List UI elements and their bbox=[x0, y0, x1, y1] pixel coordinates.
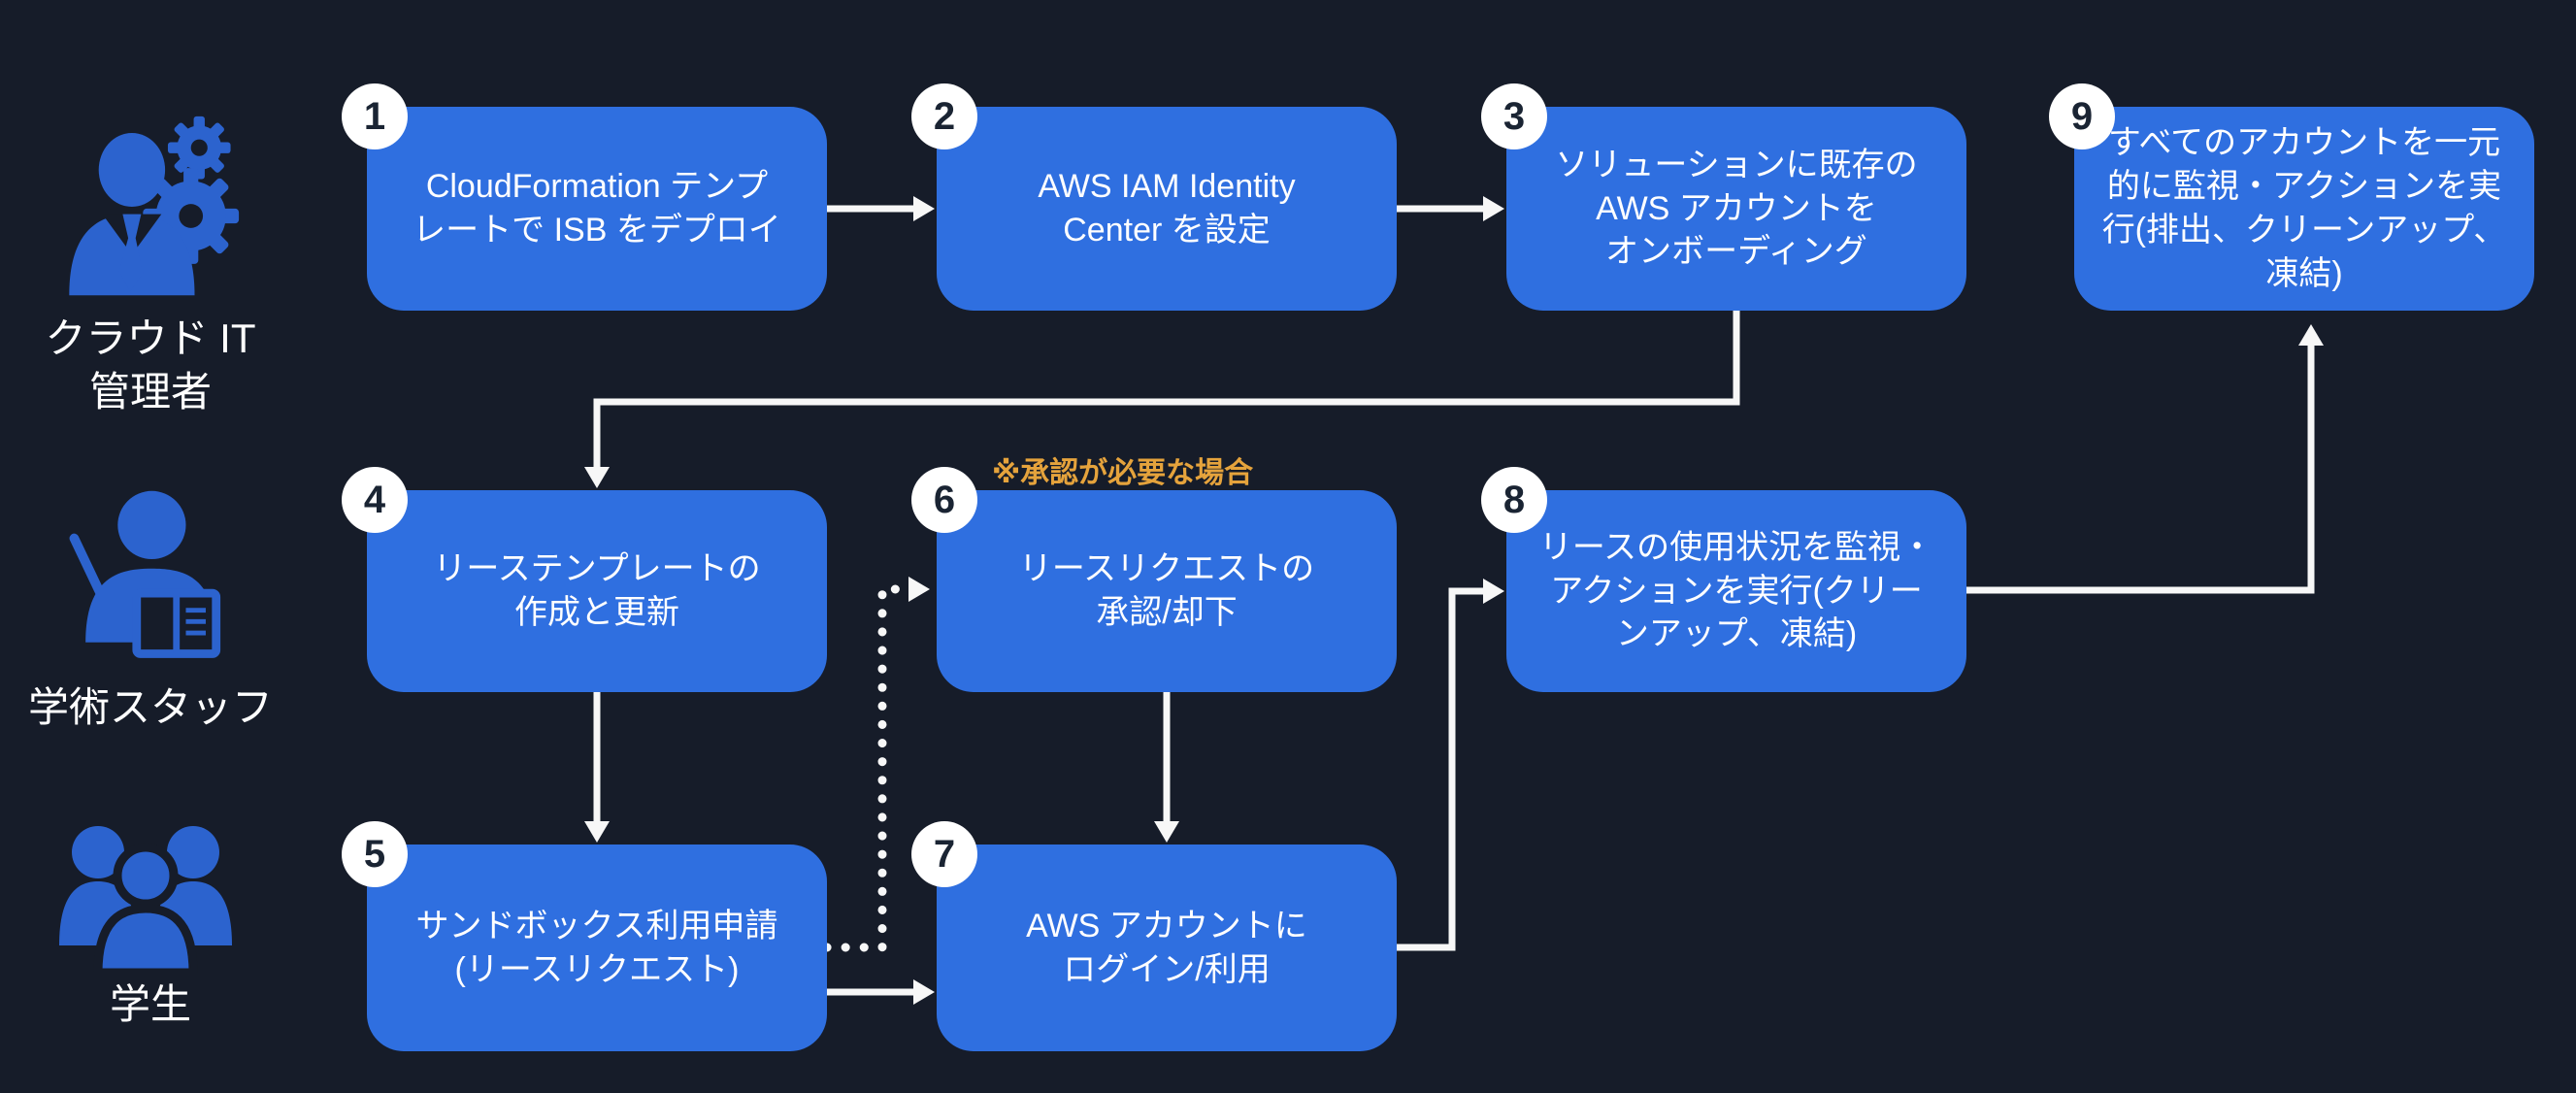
step-box-9: 9 すべてのアカウントを一元 的に監視・アクションを実 行(排出、クリーンアップ… bbox=[2049, 83, 2534, 311]
step-number-badge: 1 bbox=[342, 83, 408, 149]
approval-note: ※承認が必要な場合 bbox=[992, 457, 1254, 489]
dotted-arrow-5-to-6 bbox=[822, 584, 911, 952]
step-number-badge: 9 bbox=[2049, 83, 2115, 149]
students-icon bbox=[44, 817, 248, 982]
arrowhead bbox=[908, 577, 930, 602]
persona-label-cloud-it-admin: クラウド IT 管理者 bbox=[45, 315, 256, 414]
arrow-7-to-8 bbox=[1397, 587, 1483, 951]
arrow-3-to-4 bbox=[593, 311, 1740, 467]
step-number-badge: 2 bbox=[911, 83, 977, 149]
step-box-1: 1 CloudFormation テンプ レートで ISB をデプロイ bbox=[342, 83, 827, 311]
step-text: CloudFormation テンプ レートで ISB をデプロイ bbox=[413, 168, 781, 248]
arrowhead bbox=[584, 821, 610, 843]
step-box-3: 3 ソリューションに既存の AWS アカウントを オンボーディング bbox=[1481, 83, 1966, 311]
step-number-badge: 6 bbox=[911, 467, 977, 533]
step-text: リースの使用状況を監視・ アクションを実行(クリー ンアップ、凍結) bbox=[1538, 528, 1934, 653]
step-number-badge: 3 bbox=[1481, 83, 1547, 149]
arrowhead bbox=[913, 979, 935, 1005]
step-box-6: 6 リースリクエストの 承認/却下 bbox=[911, 467, 1397, 692]
arrowhead bbox=[584, 467, 610, 488]
cloud-it-admin-icon bbox=[56, 115, 241, 304]
step-box-2: 2 AWS IAM Identity Center を設定 bbox=[911, 83, 1397, 311]
step-number-badge: 5 bbox=[342, 821, 408, 887]
step-box-5: 5 サンドボックス利用申請 (リースリクエスト) bbox=[342, 821, 827, 1051]
arrowhead bbox=[2298, 324, 2324, 346]
step-text: AWS IAM Identity Center を設定 bbox=[1038, 168, 1296, 248]
step-text: すべてのアカウントを一元 的に監視・アクションを実 行(排出、クリーンアップ、 … bbox=[2101, 124, 2507, 292]
arrowhead bbox=[913, 196, 935, 221]
step-box-4: 4 リーステンプレートの 作成と更新 bbox=[342, 467, 827, 692]
step-number-badge: 7 bbox=[911, 821, 977, 887]
arrow-8-to-9 bbox=[1966, 346, 2315, 594]
step-text: AWS アカウントに ログイン/利用 bbox=[1026, 907, 1307, 988]
step-box-7: 7 AWS アカウントに ログイン/利用 bbox=[911, 821, 1397, 1051]
step-text: リーステンプレートの 作成と更新 bbox=[433, 550, 761, 631]
arrowhead bbox=[1483, 196, 1504, 221]
step-text: ソリューションに既存の AWS アカウントを オンボーディング bbox=[1555, 146, 1918, 271]
persona-label-students: 学生 bbox=[109, 981, 191, 1027]
step-box-8: 8 リースの使用状況を監視・ アクションを実行(クリー ンアップ、凍結) bbox=[1481, 467, 1966, 692]
academic-staff-icon bbox=[53, 483, 243, 678]
arrowhead bbox=[1483, 579, 1504, 604]
arrowhead bbox=[1154, 821, 1179, 843]
persona-label-academic-staff: 学術スタッフ bbox=[27, 684, 273, 730]
step-text: リースリクエストの 承認/却下 bbox=[1018, 550, 1315, 631]
step-text: サンドボックス利用申請 (リースリクエスト) bbox=[415, 907, 778, 988]
step-number-badge: 8 bbox=[1481, 467, 1547, 533]
step-number-badge: 4 bbox=[342, 467, 408, 533]
